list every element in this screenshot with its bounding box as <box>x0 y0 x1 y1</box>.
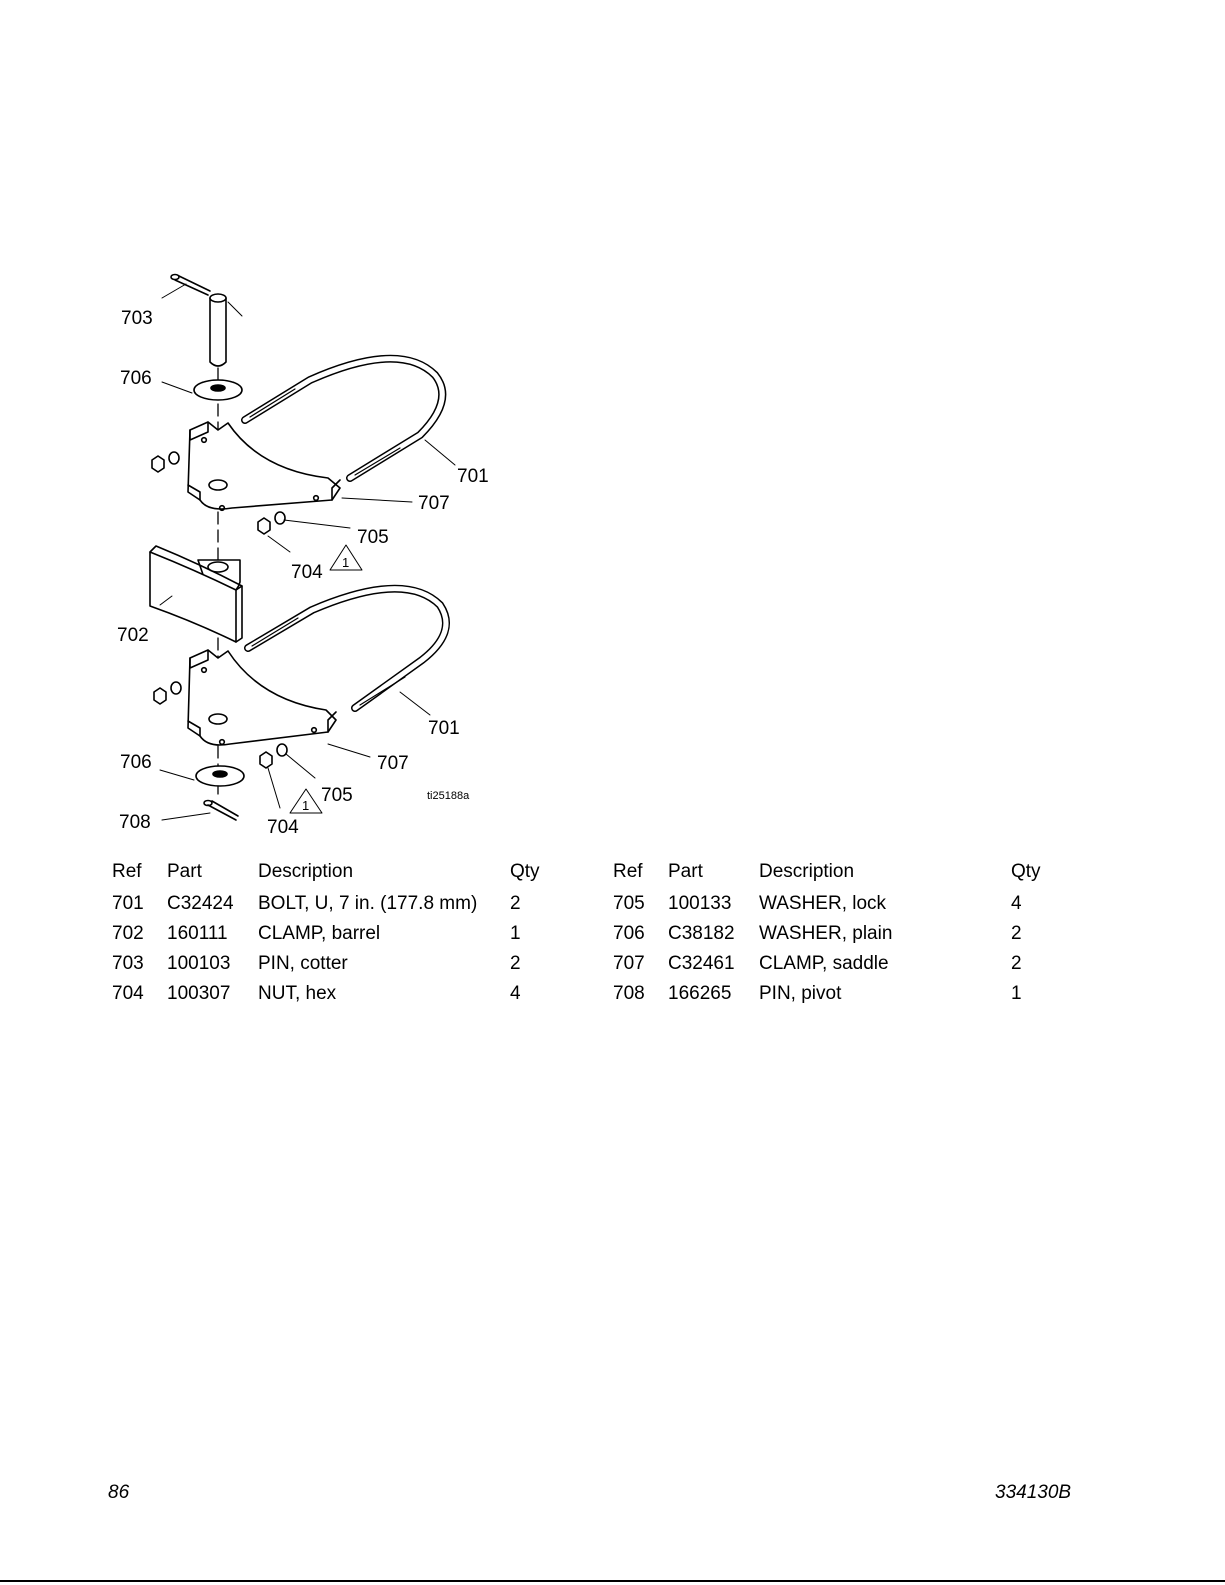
header-qty: Qty <box>1011 861 1041 882</box>
table-row: 701 C32424 BOLT, U, 7 in. (177.8 mm) 2 <box>112 889 550 919</box>
callout-706-top: 706 <box>120 368 152 389</box>
callout-704-bottom: 704 <box>267 817 299 838</box>
page-number: 86 <box>108 1482 130 1503</box>
plain-washer-top-drawing <box>193 379 243 401</box>
callout-701-top: 701 <box>457 466 489 487</box>
callout-705-top: 705 <box>357 527 389 548</box>
saddle-clamp-top-drawing <box>187 421 341 512</box>
callout-707-bottom: 707 <box>377 753 409 774</box>
note-number-top: 1 <box>342 555 349 570</box>
cell-part: C32424 <box>167 893 234 914</box>
cell-description: PIN, pivot <box>759 983 842 1004</box>
table-row: 702 160111 CLAMP, barrel 1 <box>112 919 550 949</box>
note-triangle-bottom <box>289 788 323 814</box>
nut-washer-top-left-drawing <box>151 451 180 473</box>
cell-ref: 705 <box>613 893 645 914</box>
cell-part: C38182 <box>668 923 735 944</box>
pivot-pin-drawing <box>209 293 227 367</box>
cell-ref: 704 <box>112 983 144 1004</box>
cell-part: 160111 <box>167 923 228 944</box>
nut-washer-bottom-left-drawing <box>153 681 182 705</box>
cell-description: CLAMP, barrel <box>258 923 381 944</box>
callout-705-bottom: 705 <box>321 785 353 806</box>
cell-part: 100103 <box>167 953 231 974</box>
table-row: 708 166265 PIN, pivot 1 <box>613 979 1051 1009</box>
callout-707-top: 707 <box>418 493 450 514</box>
saddle-clamp-bottom-drawing <box>187 649 337 746</box>
cotter-pin-top-drawing <box>170 273 211 296</box>
cell-qty: 1 <box>510 923 521 944</box>
u-bolt-top-drawing <box>241 354 447 482</box>
header-ref: Ref <box>613 861 643 882</box>
nut-washer-top-right-drawing <box>257 511 286 535</box>
table-header-row: Ref Part Description Qty <box>613 855 1051 889</box>
table-row: 704 100307 NUT, hex 4 <box>112 979 550 1009</box>
callout-702: 702 <box>117 625 149 646</box>
note-triangle-top <box>329 544 363 571</box>
cell-ref: 708 <box>613 983 645 1004</box>
header-description: Description <box>258 861 354 882</box>
cell-ref: 706 <box>613 923 645 944</box>
cell-ref: 702 <box>112 923 144 944</box>
document-number: 334130B <box>995 1482 1072 1503</box>
cell-qty: 4 <box>510 983 521 1004</box>
cell-ref: 701 <box>112 893 144 914</box>
parts-table-left: Ref Part Description Qty 701 C32424 BOLT… <box>112 855 550 1009</box>
bottom-rule <box>0 1580 1225 1582</box>
cell-description: WASHER, plain <box>759 923 893 944</box>
table-header-row: Ref Part Description Qty <box>112 855 550 889</box>
cell-description: NUT, hex <box>258 983 337 1004</box>
exploded-parts-diagram: 703 706 701 707 705 704 702 701 706 707 … <box>117 273 489 838</box>
cell-part: 100133 <box>668 893 732 914</box>
header-part: Part <box>167 861 202 882</box>
table-row: 705 100133 WASHER, lock 4 <box>613 889 1051 919</box>
header-part: Part <box>668 861 703 882</box>
cell-qty: 1 <box>1011 983 1022 1004</box>
cell-description: PIN, cotter <box>258 953 348 974</box>
cotter-pin-bottom-drawing <box>203 799 239 821</box>
table-row: 707 C32461 CLAMP, saddle 2 <box>613 949 1051 979</box>
barrel-clamp-drawing <box>149 545 243 643</box>
callout-706-bottom: 706 <box>120 752 152 773</box>
cell-qty: 2 <box>510 953 521 974</box>
callout-701-bottom: 701 <box>428 718 460 739</box>
cell-part: 166265 <box>668 983 732 1004</box>
cell-qty: 2 <box>1011 923 1022 944</box>
cell-qty: 4 <box>1011 893 1022 914</box>
figure-id: ti25188a <box>427 790 470 802</box>
nut-washer-bottom-right-drawing <box>259 743 288 769</box>
header-ref: Ref <box>112 861 142 882</box>
plain-washer-bottom-drawing <box>195 765 245 787</box>
cell-description: BOLT, U, 7 in. (177.8 mm) <box>258 893 478 914</box>
callout-708: 708 <box>119 812 151 833</box>
header-qty: Qty <box>510 861 540 882</box>
cell-qty: 2 <box>510 893 521 914</box>
cell-description: CLAMP, saddle <box>759 953 889 974</box>
cell-ref: 707 <box>613 953 645 974</box>
u-bolt-bottom-drawing <box>244 584 450 712</box>
callout-703: 703 <box>121 308 153 329</box>
cell-part: C32461 <box>668 953 735 974</box>
cell-description: WASHER, lock <box>759 893 887 914</box>
cell-qty: 2 <box>1011 953 1022 974</box>
callout-704-top: 704 <box>291 562 323 583</box>
header-description: Description <box>759 861 855 882</box>
cell-part: 100307 <box>167 983 231 1004</box>
table-row: 706 C38182 WASHER, plain 2 <box>613 919 1051 949</box>
cell-ref: 703 <box>112 953 144 974</box>
table-row: 703 100103 PIN, cotter 2 <box>112 949 550 979</box>
note-number-bottom: 1 <box>302 798 309 813</box>
parts-table-right: Ref Part Description Qty 705 100133 WASH… <box>613 855 1051 1009</box>
